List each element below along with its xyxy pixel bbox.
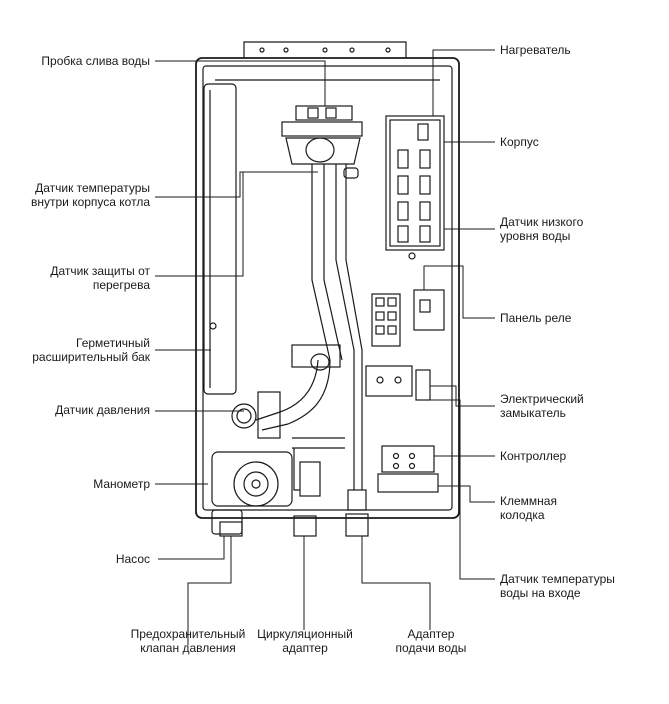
label-pressure-sensor: Датчик давления xyxy=(55,403,150,417)
label-pump: Насос xyxy=(115,552,150,566)
mounting-bracket xyxy=(243,41,407,58)
label-supply-adapter: Адаптер подачи воды xyxy=(395,627,467,655)
label-terminal-block: Клеммная колодка xyxy=(500,494,557,522)
heater-housing xyxy=(385,115,445,260)
expansion-tank xyxy=(203,83,237,395)
label-heater: Нагреватель xyxy=(500,43,571,57)
pump-assembly xyxy=(211,391,369,537)
boiler-casing xyxy=(195,57,460,519)
heater-head xyxy=(281,105,363,179)
relay-panel xyxy=(371,289,445,347)
label-low-water-sensor: Датчик низкого уровня воды xyxy=(500,215,584,243)
label-safety-valve: Предохранительный клапан давления xyxy=(130,627,246,655)
label-electric-switch: Электрический замыкатель xyxy=(500,392,584,420)
pipes xyxy=(255,164,363,491)
contactor xyxy=(365,365,431,401)
label-circulation-adapter: Циркуляционный адаптер xyxy=(257,627,353,655)
label-relay-panel: Панель реле xyxy=(500,311,572,325)
label-manometer: Манометр xyxy=(93,477,150,491)
label-overheat-sensor: Датчик защиты от перегрева xyxy=(50,264,150,292)
label-controller: Контроллер xyxy=(500,449,567,463)
label-inlet-temp-sensor: Датчик температуры воды на входе xyxy=(500,572,615,600)
controller-board xyxy=(377,445,439,493)
leader-lines xyxy=(155,49,495,645)
label-drain-plug: Пробка слива воды xyxy=(41,54,150,68)
label-housing: Корпус xyxy=(500,135,539,149)
label-internal-temp-sensor: Датчик температуры внутри корпуса котла xyxy=(30,181,150,209)
label-expansion-tank: Герметичный расширительный бак xyxy=(32,336,150,364)
